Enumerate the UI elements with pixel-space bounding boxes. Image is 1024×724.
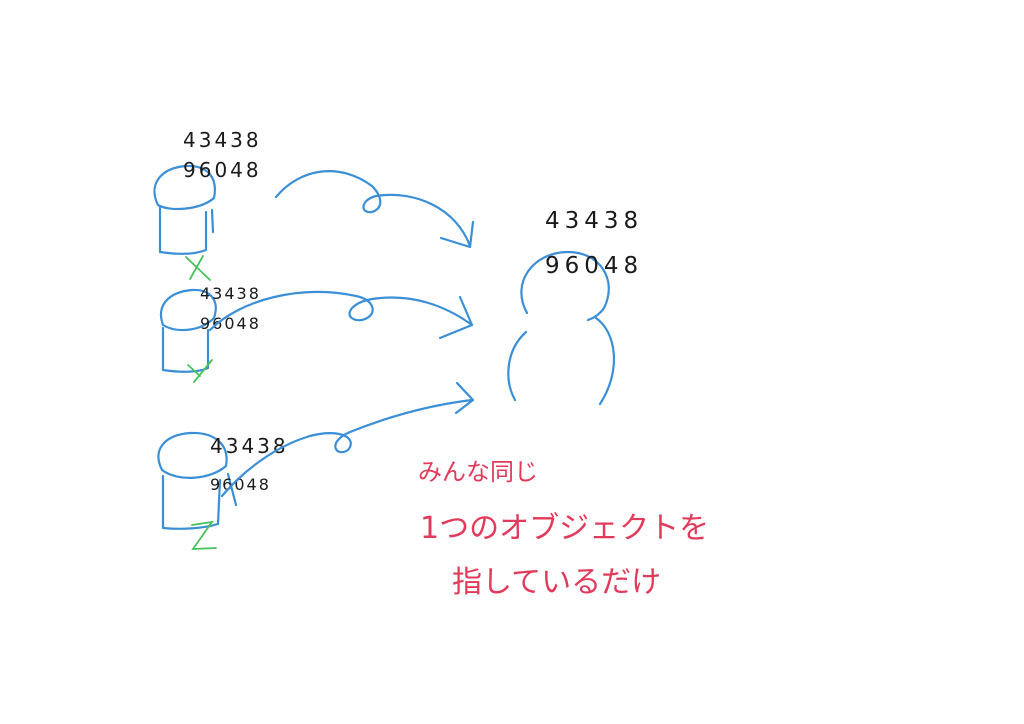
- variable-box-3-lid: [157, 431, 228, 479]
- variable-box-2: 43438 96048: [160, 284, 261, 383]
- target-object-head: [520, 250, 610, 322]
- variable-3-mark: [191, 520, 217, 550]
- reference-arrow-2: [208, 290, 474, 340]
- variable-2-id-line1: 43438: [200, 284, 261, 303]
- reference-arrow-2-line: [208, 290, 474, 332]
- variable-box-3-body: [161, 472, 238, 530]
- variable-box-2-body: [161, 326, 210, 373]
- reference-arrow-3-head: [454, 381, 475, 415]
- reference-arrow-2-head: [438, 295, 474, 340]
- target-object-body-right: [594, 316, 616, 406]
- variable-1-mark: [185, 255, 211, 281]
- note-line2: 1つのオブジェクトを: [420, 511, 709, 546]
- note-line3: 指しているだけ: [452, 565, 661, 600]
- reference-arrow-3-line: [220, 398, 474, 498]
- reference-arrow-3: [220, 381, 475, 498]
- variable-3-id-line1: 43438: [210, 434, 289, 458]
- variable-2-id-line2: 96048: [200, 314, 261, 333]
- variable-box-1-body: [158, 205, 215, 255]
- target-object-id-line1: 43438: [545, 208, 643, 234]
- variable-3-id-line2: 96048: [210, 475, 271, 494]
- note: みんな同じ 1つのオブジェクトを 指しているだけ: [418, 458, 709, 600]
- variable-1-id-line2: 96048: [183, 158, 262, 182]
- variable-box-2-lid: [160, 288, 217, 332]
- variable-2-mark: [187, 359, 213, 383]
- variable-box-3: 43438 96048: [157, 431, 289, 550]
- target-object: 43438 96048: [507, 208, 643, 406]
- variable-1-id-line1: 43438: [183, 128, 262, 152]
- reference-arrow-1: [274, 170, 475, 249]
- reference-arrow-1-line: [274, 170, 472, 248]
- target-object-id-line2: 96048: [545, 253, 643, 279]
- note-line1: みんな同じ: [418, 458, 538, 486]
- reference-arrow-1-head: [439, 220, 475, 249]
- variable-box-1: 43438 96048: [153, 128, 262, 281]
- target-object-body-left: [507, 330, 528, 402]
- variable-box-1-lid: [153, 164, 216, 211]
